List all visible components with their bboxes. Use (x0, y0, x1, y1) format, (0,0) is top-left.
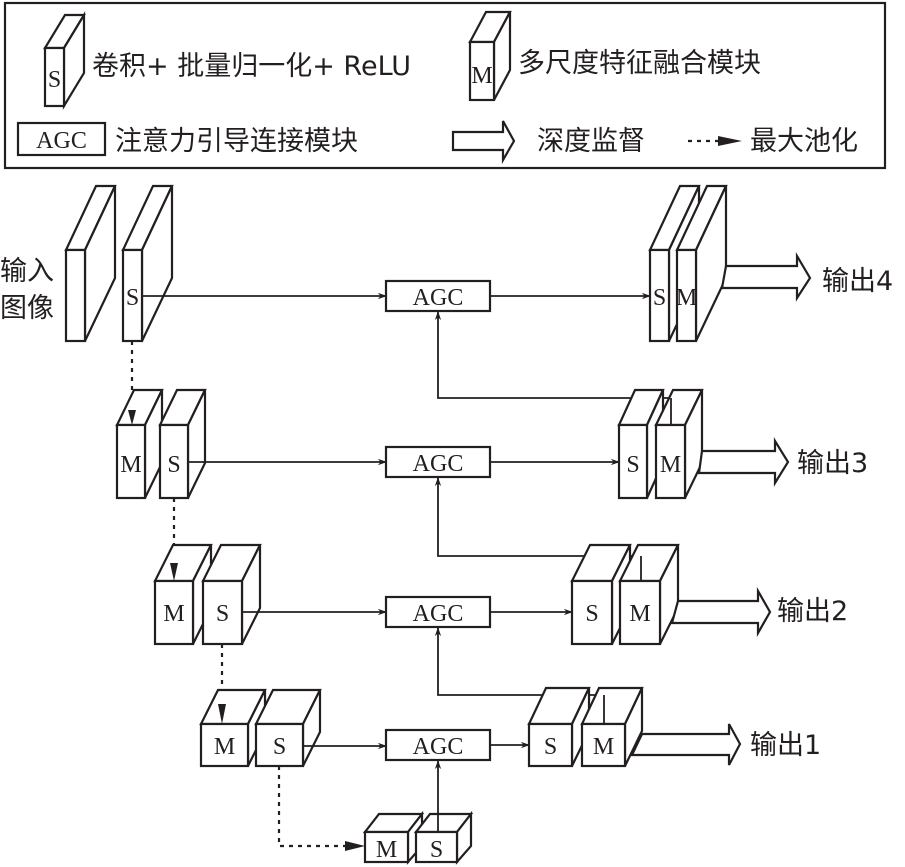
m-label: M (214, 734, 235, 760)
maxpool-arrow-1-0 (277, 766, 360, 848)
input-label-line1: 输入 (0, 256, 54, 287)
legend-s-cube-icon: S (43, 11, 86, 110)
legend-deep-supervision-label: 深度监督 (537, 126, 645, 157)
s-label: S (216, 601, 229, 627)
m-label: M (376, 837, 397, 863)
s-block-l2-right: S (570, 543, 632, 646)
maxpool-arrowhead-3 (128, 410, 136, 425)
agc-block-l2 (384, 595, 492, 629)
output-1-label: 输出1 (750, 730, 821, 761)
legend-frame (3, 1, 887, 170)
s-label: S (273, 734, 286, 760)
m-label: M (676, 285, 697, 311)
legend: S 卷积+ 批量归一化+ ReLU M 多尺度特征融合模块 AGC 注意力引导连… (3, 1, 887, 170)
legend-m-cube-icon: M (468, 10, 512, 102)
legend-agc-symbol: AGC (36, 128, 87, 154)
m-label: M (629, 601, 650, 627)
output-2-label: 输出2 (777, 596, 848, 627)
s-block-l4-left: S (121, 184, 174, 343)
legend-max-pool-label: 最大池化 (750, 126, 858, 157)
m-block-l3-right: M (654, 388, 704, 500)
agc-label: AGC (413, 451, 464, 477)
input-image-slab (64, 184, 117, 343)
deep-supervision-arrow-3 (697, 437, 790, 487)
m-block-l3-left: M (115, 388, 164, 500)
m-block-l1-right: M (580, 686, 644, 768)
legend-s-label: 卷积+ 批量归一化+ ReLU (92, 51, 411, 82)
output-4-label: 输出4 (822, 266, 893, 297)
m-label: M (660, 452, 681, 478)
legend-agc-box-icon (16, 121, 107, 157)
s-label: S (430, 837, 443, 863)
input-label-line2: 图像 (0, 293, 54, 324)
legend-s-symbol: S (48, 67, 61, 93)
deep-supervision-arrow-1 (630, 723, 742, 766)
legend-agc-label: 注意力引导连接模块 (115, 126, 358, 157)
s-label: S (585, 601, 598, 627)
s-label: S (167, 452, 180, 478)
s-block-l1-right: S (527, 686, 591, 768)
maxpool-arrowhead-0 (345, 841, 365, 851)
s-block-bottom: S (413, 810, 474, 865)
s-label: S (626, 452, 639, 478)
agc-label: AGC (413, 285, 464, 311)
s-label: S (126, 285, 139, 311)
m-label: M (163, 601, 184, 627)
s-label: S (544, 734, 557, 760)
legend-m-label: 多尺度特征融合模块 (518, 48, 761, 79)
agc-label: AGC (413, 734, 464, 760)
legend-m-symbol: M (471, 63, 492, 89)
output-3-label: 输出3 (797, 448, 868, 479)
agc-label: AGC (413, 601, 464, 627)
m-block-l2-right: M (618, 543, 680, 646)
s-label: S (653, 285, 666, 311)
s-block-l3-left: S (158, 388, 207, 500)
maxpool-arrowhead-2 (170, 563, 178, 581)
maxpool-arrowhead-1 (218, 704, 226, 724)
m-label: M (593, 734, 614, 760)
legend-hollow-arrow-icon (451, 120, 516, 165)
deep-supervision-arrow-2 (670, 586, 772, 638)
m-block-bottom: M (362, 810, 425, 865)
deep-supervision-arrow-4 (720, 251, 812, 302)
m-label: M (120, 452, 141, 478)
legend-dotted-arrow-icon (688, 136, 742, 146)
s-block-l2-left: S (201, 543, 262, 646)
